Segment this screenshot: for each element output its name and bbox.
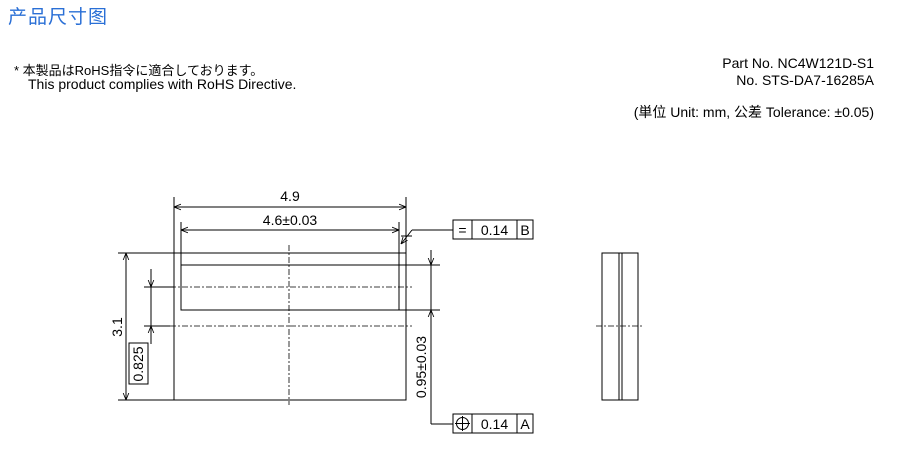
- inner-height-label: 0.95±0.03: [413, 336, 429, 398]
- bottom-datum-label: A: [520, 416, 530, 432]
- flatness-tolerance-frame: [452, 219, 534, 240]
- height-label: 3.1: [109, 317, 125, 337]
- rohs-note-japanese: * 本製品はRoHS指令に適合しております。: [14, 63, 264, 78]
- inner-width-label: 4.6±0.03: [263, 212, 318, 228]
- unit-tolerance-note: (単位 Unit: mm, 公差 Tolerance: ±0.05): [633, 104, 874, 120]
- part-number: Part No. NC4W121D-S1: [722, 55, 874, 71]
- overall-width-label: 4.9: [280, 188, 300, 204]
- rohs-note-english: This product complies with RoHS Directiv…: [28, 76, 297, 92]
- flatness-symbol: =: [458, 222, 466, 238]
- inner-window: [180, 264, 400, 311]
- page-title: 产品尺寸图: [8, 6, 109, 28]
- side-view-body: [601, 252, 639, 401]
- position-tolerance-frame: [452, 413, 534, 434]
- top-tolerance-value: 0.14: [481, 222, 508, 238]
- bottom-tolerance-value: 0.14: [481, 416, 508, 432]
- top-datum-label: B: [520, 222, 529, 238]
- front-view-body: [173, 252, 407, 401]
- offset-label: 0.825: [130, 346, 146, 381]
- reference-dim-box: [128, 342, 149, 385]
- document-number: No. STS-DA7-16285A: [736, 72, 874, 88]
